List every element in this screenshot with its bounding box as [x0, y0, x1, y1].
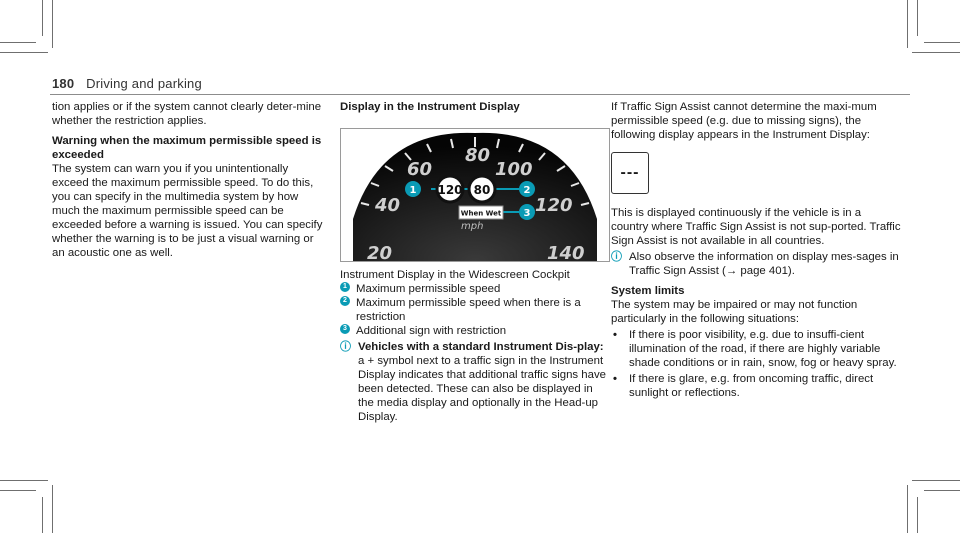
- section-heading: Display in the Instrument Display: [340, 101, 520, 113]
- list-item-text: If there is poor visibility, e.g. due to…: [629, 329, 897, 369]
- paragraph: If Traffic Sign Assist cannot determine …: [611, 101, 877, 141]
- page-number: 180: [52, 76, 75, 91]
- callout-badge: 2: [340, 296, 350, 306]
- crop-mark: [0, 42, 36, 43]
- callout-number: 2: [524, 185, 531, 196]
- callout-badge: [519, 181, 535, 197]
- crop-mark: [924, 490, 960, 491]
- speed-label: 20: [367, 243, 392, 261]
- speed-label: 80: [465, 145, 490, 166]
- crop-mark: [917, 0, 918, 36]
- speed-sign-restricted-value: 80: [474, 183, 491, 197]
- crop-mark: [0, 480, 48, 481]
- list-item-text: If there is glare, e.g. from oncoming tr…: [629, 373, 874, 399]
- section-heading: System limits: [611, 285, 685, 297]
- callout-number: 3: [524, 208, 531, 219]
- crop-mark: [42, 497, 43, 533]
- callout-badge: [519, 204, 535, 220]
- crop-mark: [907, 485, 908, 533]
- crop-mark: [52, 0, 53, 48]
- info-note-body: a + symbol next to a traffic sign in the…: [358, 355, 606, 423]
- callout-number: 1: [410, 185, 417, 196]
- list-item: • If there is poor visibility, e.g. due t…: [611, 328, 901, 370]
- speedometer-illustration: 80 60 100 40 120 20 140 mph 120 80 When …: [353, 129, 597, 264]
- column-left: tion applies or if the system cannot cle…: [52, 100, 327, 260]
- figure-text: Instrument Display in the Widescreen Coc…: [340, 268, 608, 424]
- list-item: 1 Maximum permissible speed: [340, 282, 608, 296]
- unit-label: mph: [461, 221, 483, 232]
- bullet-list: • If there is poor visibility, e.g. due t…: [611, 328, 901, 400]
- crop-mark: [52, 485, 53, 533]
- speed-label: 60: [407, 159, 432, 180]
- crop-mark: [912, 52, 960, 53]
- list-item-text: Maximum permissible speed when there is …: [356, 297, 581, 323]
- bullet-icon: •: [613, 329, 617, 341]
- info-note-lead: Vehicles with a standard Instrument Dis-…: [358, 341, 604, 353]
- speed-sign-primary-value: 120: [437, 183, 462, 197]
- instrument-display-figure: 80 60 100 40 120 20 140 mph 120 80 When …: [340, 128, 610, 264]
- speed-sign-primary: [435, 174, 465, 204]
- crop-mark: [912, 480, 960, 481]
- list-item: 2 Maximum permissible speed when there is…: [340, 296, 608, 324]
- additional-sign-text: When Wet: [461, 210, 502, 218]
- gauge-ticks: [360, 137, 590, 206]
- no-speed-display-symbol: ---: [611, 152, 649, 194]
- crop-mark: [924, 42, 960, 43]
- crop-mark: [42, 0, 43, 36]
- speed-sign-restricted: [467, 174, 497, 204]
- list-item-text: Additional sign with restriction: [356, 325, 507, 337]
- info-note: ⓘ Also observe the information on displa…: [611, 250, 901, 278]
- callout-badge: [405, 181, 421, 197]
- info-icon: ⓘ: [340, 341, 351, 353]
- paragraph: The system can warn you if you unintenti…: [52, 163, 323, 259]
- callout-badge: 1: [340, 282, 350, 292]
- info-note: ⓘ Vehicles with a standard Instrument Di…: [340, 340, 608, 424]
- figure-caption: Instrument Display in the Widescreen Coc…: [340, 269, 570, 281]
- column-middle: Display in the Instrument Display: [340, 100, 608, 114]
- speed-label: 120: [535, 195, 573, 216]
- list-item: 3 Additional sign with restriction: [340, 324, 608, 338]
- speed-label: 100: [495, 159, 533, 180]
- bullet-icon: •: [613, 373, 617, 385]
- crop-mark: [0, 52, 48, 53]
- section-title: Driving and parking: [86, 76, 202, 91]
- list-item-text: Maximum permissible speed: [356, 283, 501, 295]
- crop-mark: [0, 490, 36, 491]
- page-header: 180 Driving and parking: [52, 76, 202, 91]
- additional-sign: [458, 205, 504, 220]
- callout-list: 1 Maximum permissible speed 2 Maximum perm…: [340, 282, 608, 338]
- speed-label: 140: [547, 243, 585, 261]
- crop-mark: [907, 0, 908, 48]
- callout-badge: 3: [340, 324, 350, 334]
- info-note-text: Also observe the information on display …: [629, 251, 899, 277]
- section-heading: Warning when the maximum permissible spe…: [52, 135, 322, 161]
- column-right: If Traffic Sign Assist cannot determine …: [611, 100, 901, 400]
- paragraph: The system may be impaired or may not fu…: [611, 299, 858, 325]
- header-rule: [50, 94, 910, 95]
- speed-label: 40: [374, 195, 400, 216]
- info-note-text: Vehicles with a standard Instrument Dis-…: [358, 340, 608, 424]
- paragraph: This is displayed continuously if the ve…: [611, 207, 901, 247]
- paragraph: tion applies or if the system cannot cle…: [52, 101, 322, 127]
- crop-mark: [917, 497, 918, 533]
- info-icon: ⓘ: [611, 251, 622, 263]
- list-item: • If there is glare, e.g. from oncoming t…: [611, 372, 901, 400]
